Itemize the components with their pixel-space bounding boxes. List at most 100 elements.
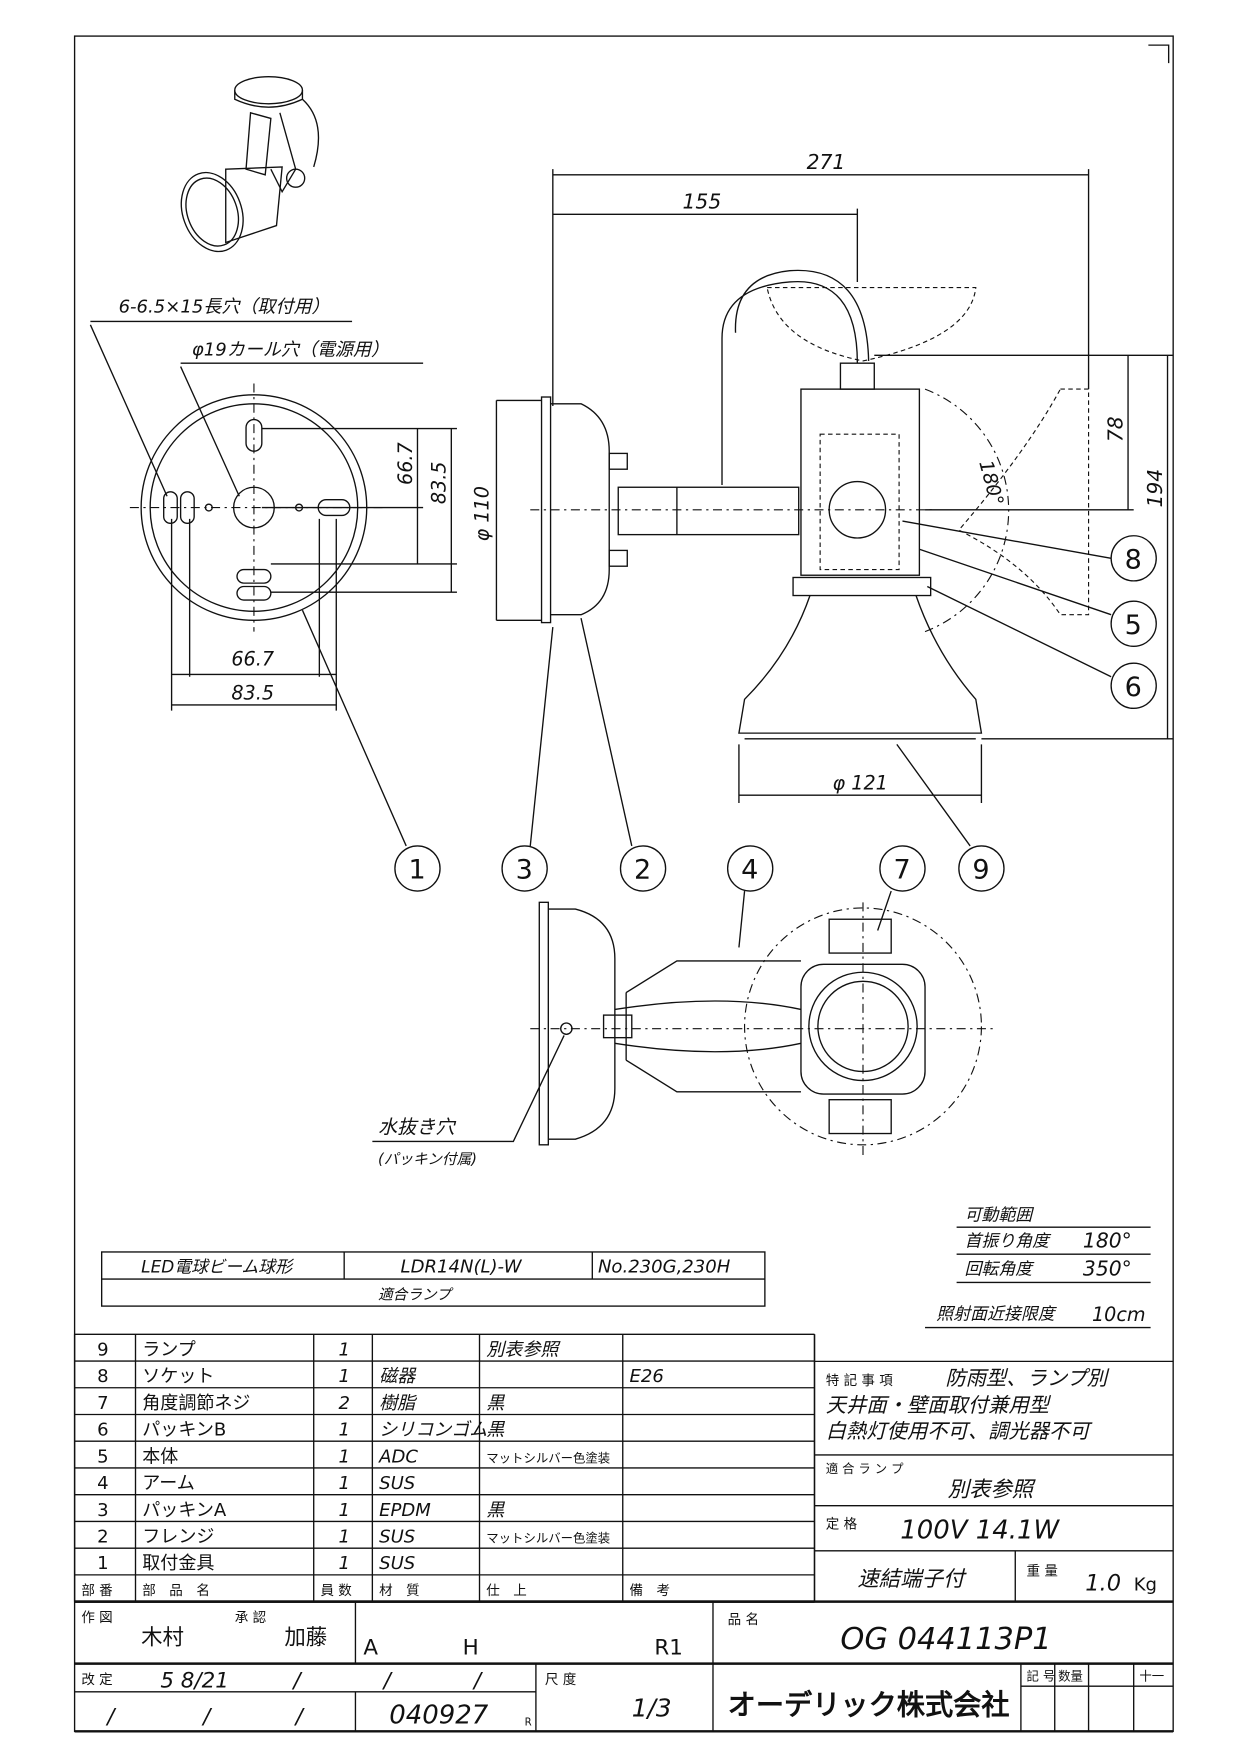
parts-cell-name: ソケット	[142, 1366, 214, 1387]
svg-text:記 号: 記 号	[1027, 1669, 1056, 1684]
svg-text:重 量: 重 量	[1027, 1564, 1058, 1580]
parts-cell-qty: 1	[339, 1553, 350, 1574]
parts-cell-qty: 1	[339, 1473, 350, 1494]
dim-83-5-horizontal: 83.5	[231, 681, 274, 704]
parts-cell-finish: マットシルバー色塗装	[486, 1531, 610, 1546]
svg-text:首振り角度: 首振り角度	[965, 1230, 1053, 1250]
svg-text:回転角度: 回転角度	[965, 1259, 1036, 1279]
svg-text:別表参照: 別表参照	[948, 1478, 1037, 1503]
dim-66-7-vertical: 66.7	[394, 442, 417, 485]
svg-text:H: H	[463, 1636, 479, 1661]
balloon-4: 4	[741, 855, 758, 886]
svg-text:尺 度: 尺 度	[545, 1672, 576, 1688]
svg-text:適合ランプ: 適合ランプ	[378, 1286, 454, 1303]
balloon-8: 8	[1125, 544, 1142, 575]
svg-text:OG 044113P1: OG 044113P1	[840, 1622, 1051, 1657]
dim-194: 194	[1143, 469, 1167, 508]
parts-cell-no: 6	[97, 1420, 108, 1441]
parts-cell-name: 本体	[142, 1446, 178, 1467]
parts-header: 仕 上	[486, 1583, 527, 1599]
svg-text:A: A	[363, 1636, 378, 1661]
balloon-9: 9	[972, 855, 989, 886]
svg-text:LED電球ビーム球形: LED電球ビーム球形	[141, 1256, 294, 1276]
parts-header: 員 数	[320, 1583, 352, 1599]
dim-66-7-horizontal: 66.7	[231, 647, 274, 670]
svg-text:/: /	[294, 1704, 306, 1729]
svg-text:品 名: 品 名	[728, 1612, 759, 1628]
parts-cell-note: E26	[630, 1366, 664, 1387]
svg-text:350°: 350°	[1083, 1257, 1132, 1281]
parts-cell-qty: 2	[339, 1393, 350, 1414]
svg-text:特 記 事 項: 特 記 事 項	[826, 1372, 893, 1389]
parts-header: 部 品 名	[142, 1583, 210, 1599]
parts-cell-qty: 1	[339, 1366, 350, 1387]
hole-note: φ19カール穴（電源用）	[192, 339, 389, 360]
svg-text:可動範囲: 可動範囲	[965, 1204, 1035, 1224]
parts-cell-qty: 1	[339, 1420, 350, 1441]
title-block: 作 図 木村 承 認 加藤 A H R1 品 名 OG 044113P1 改 定…	[74, 1600, 1174, 1733]
parts-cell-finish: 黒	[486, 1393, 505, 1414]
parts-cell-material: EPDM	[379, 1500, 431, 1521]
balloon-6: 6	[1125, 672, 1142, 703]
dim-83-5-vertical: 83.5	[428, 462, 451, 505]
svg-text:100V 14.1W: 100V 14.1W	[900, 1515, 1060, 1545]
parts-cell-no: 5	[97, 1446, 108, 1467]
parts-cell-name: 取付金具	[142, 1553, 214, 1574]
svg-text:白熱灯使用不可、調光器不可: 白熱灯使用不可、調光器不可	[826, 1419, 1094, 1443]
svg-text:10cm: 10cm	[1092, 1303, 1146, 1326]
svg-text:十一: 十一	[1139, 1669, 1164, 1684]
svg-text:Kg: Kg	[1134, 1574, 1157, 1595]
dim-155: 155	[683, 190, 722, 214]
fixture-bottom-view	[372, 901, 993, 1157]
movement-range: 可動範囲 首振り角度 180° 回転角度 350° 照射面近接限度 10cm	[925, 1204, 1151, 1329]
parts-cell-material: シリコンゴム	[379, 1420, 487, 1441]
parts-cell-material: SUS	[379, 1553, 415, 1574]
parts-cell-qty: 1	[339, 1527, 350, 1548]
parts-cell-no: 9	[97, 1339, 108, 1360]
parts-cell-material: SUS	[379, 1473, 415, 1494]
svg-text:速結端子付: 速結端子付	[857, 1567, 967, 1592]
svg-text:5 8/21: 5 8/21	[160, 1668, 228, 1693]
parts-cell-qty: 1	[339, 1446, 350, 1467]
svg-text:/: /	[472, 1668, 484, 1693]
parts-cell-finish: マットシルバー色塗装	[486, 1450, 610, 1465]
angle-180: 180°	[974, 458, 1008, 509]
parts-cell-finish: 黒	[486, 1500, 505, 1521]
svg-text:R1: R1	[654, 1636, 683, 1661]
drain-hole-label: 水抜き穴	[378, 1116, 456, 1139]
compatible-lamp-table: LED電球ビーム球形 LDR14N(L)-W No.230G,230H 適合ラン…	[100, 1251, 766, 1307]
parts-header: 材 質	[379, 1583, 420, 1599]
parts-cell-qty: 1	[339, 1500, 350, 1521]
svg-text:LDR14N(L)-W: LDR14N(L)-W	[401, 1256, 523, 1277]
parts-cell-name: パッキンB	[142, 1420, 226, 1441]
flange-top-view	[89, 324, 457, 847]
balloon-1: 1	[408, 855, 425, 886]
parts-cell-name: パッキンA	[142, 1500, 227, 1521]
parts-cell-finish: 黒	[486, 1420, 505, 1441]
parts-cell-no: 2	[97, 1527, 108, 1548]
balloon-3: 3	[516, 855, 533, 886]
parts-cell-material: 樹脂	[379, 1393, 418, 1414]
svg-text:1/3: 1/3	[632, 1694, 672, 1723]
parts-cell-name: ランプ	[142, 1339, 196, 1360]
fixture-side-view	[495, 169, 1174, 948]
parts-cell-name: アーム	[142, 1473, 194, 1494]
parts-cell-name: フレンジ	[142, 1527, 214, 1548]
svg-text:No.230G,230H: No.230G,230H	[598, 1256, 731, 1277]
parts-cell-material: ADC	[378, 1446, 418, 1467]
svg-text:/: /	[201, 1704, 213, 1729]
part-balloons: 1 2 3 4 5 6 7 8 9	[394, 535, 1157, 892]
svg-text:1.0: 1.0	[1085, 1570, 1121, 1596]
parts-cell-name: 角度調節ネジ	[142, 1393, 250, 1414]
svg-text:改 定: 改 定	[81, 1672, 112, 1688]
dim-271: 271	[807, 150, 846, 174]
parts-cell-qty: 1	[339, 1339, 350, 1360]
balloon-7: 7	[893, 855, 910, 886]
parts-cell-no: 3	[97, 1500, 108, 1521]
parts-cell-finish: 別表参照	[486, 1339, 561, 1360]
svg-text:定 格: 定 格	[826, 1516, 858, 1532]
parts-header: 部 番	[81, 1583, 113, 1599]
svg-text:/: /	[382, 1668, 394, 1693]
